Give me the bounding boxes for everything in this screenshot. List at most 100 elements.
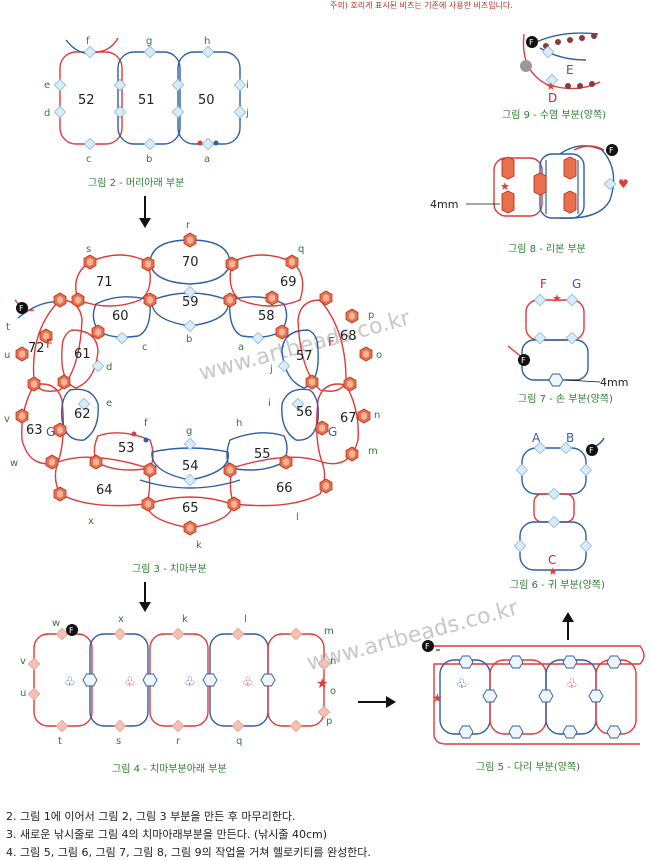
bead-letter: c — [86, 154, 92, 165]
bead-letter: m — [324, 626, 334, 637]
bead-label: F — [328, 335, 335, 349]
bead-letter: x — [118, 614, 124, 625]
heart-icon: ♥ — [618, 177, 629, 191]
hand-label: G — [572, 277, 581, 291]
bead-letter: t — [6, 322, 10, 333]
row-number: 70 — [182, 255, 199, 270]
figure-4: F ♧ ♧ ♧ ♧ ★ w x k l m v n u o p t s r q … — [20, 614, 336, 775]
bead-letter: h — [204, 36, 210, 47]
bead-letter: g — [186, 426, 192, 437]
start-label: F — [609, 146, 614, 155]
bead-letter: o — [330, 686, 336, 697]
row-number: 61 — [74, 347, 91, 362]
bead-letter: d — [106, 362, 112, 373]
star-icon: ★ — [548, 565, 558, 578]
bead-letter: b — [146, 154, 152, 165]
bead-label: G — [328, 425, 337, 439]
bead-letter: s — [116, 736, 121, 747]
figure-caption: 그림 8 - 리본 부분 — [508, 243, 586, 255]
bead-letter: u — [20, 688, 26, 699]
star-icon: ★ — [546, 80, 556, 93]
figure-caption: 그림 4 - 치마부분아래 부분 — [112, 763, 227, 775]
watermark: www.artbeads.co.kr — [196, 306, 413, 387]
start-label: F — [69, 626, 74, 635]
bead-label: G — [46, 425, 55, 439]
bead-letter: x — [88, 516, 94, 527]
arrow-head — [139, 602, 151, 612]
row-number: 54 — [182, 459, 199, 474]
bead-letter: b — [186, 334, 192, 345]
start-label: F — [589, 446, 594, 455]
ear-label: A — [532, 431, 541, 445]
figure-7: F ★ F G 4mm 그림 7 - 손 부분(양쪽) — [507, 277, 628, 405]
row-number: 62 — [74, 407, 91, 422]
row-number: 60 — [112, 309, 129, 324]
figure-caption: 그림 7 - 손 부분(양쪽) — [518, 393, 613, 405]
figure-caption: 그림 6 - 귀 부분(양쪽) — [510, 579, 605, 591]
bead-letter: u — [4, 350, 10, 361]
star-icon: ★ — [552, 292, 562, 305]
ear-label: B — [566, 431, 574, 445]
bead-letter: e — [44, 80, 50, 91]
figure-8: F ★ ♥ 4mm 그림 8 - 리본 부분 — [430, 144, 629, 255]
club-icon: ♧ — [242, 675, 254, 690]
star-icon: ★ — [316, 676, 329, 692]
note-text: 주의) 호리게 표시된 비즈는 기존에 사용한 비즈입니다. — [330, 1, 513, 10]
row-number: 66 — [276, 481, 293, 496]
bead-letter: j — [269, 364, 273, 375]
hand-label: F — [540, 277, 547, 291]
bead-letter: q — [236, 736, 242, 747]
row-number: 58 — [258, 309, 275, 324]
bead-letter: d — [44, 108, 50, 119]
start-label: F — [425, 642, 430, 651]
row-number: 69 — [280, 275, 297, 290]
bead-letter: l — [296, 512, 299, 523]
club-icon: ♧ — [456, 677, 468, 692]
bead-letter: c — [142, 342, 148, 353]
club-icon: ♧ — [124, 675, 136, 690]
bead-letter: v — [20, 656, 26, 667]
bead-letter: n — [374, 410, 380, 421]
row-number: 50 — [198, 93, 215, 108]
bead-letter: p — [368, 310, 374, 321]
arrow-head — [562, 612, 574, 622]
row-number: 51 — [138, 93, 155, 108]
bead-letter: v — [4, 414, 10, 425]
figure-5: F ★ ♧ ♧ 그림 5 - 다리 부분(양쪽) — [422, 640, 645, 773]
row-number: 57 — [296, 349, 313, 364]
bead-letter: f — [86, 36, 90, 47]
bead-letter: w — [52, 618, 60, 629]
bead-letter: g — [146, 36, 152, 47]
bead-size-label: 4mm — [600, 376, 628, 389]
bead-letter: r — [186, 220, 191, 231]
row-number: 72 — [28, 341, 45, 356]
start-label: F — [521, 356, 526, 365]
row-number: 64 — [96, 483, 113, 498]
row-number: 53 — [118, 441, 135, 456]
ear-label: C — [548, 553, 556, 567]
start-label: F — [19, 304, 24, 313]
bead-letter: f — [144, 418, 148, 429]
row-number: 65 — [182, 501, 199, 516]
bead-letter: q — [298, 244, 304, 255]
club-icon: ♧ — [64, 675, 76, 690]
figure-6: F ★ A B C 그림 6 - 귀 부분(양쪽) — [510, 431, 605, 591]
start-label: F — [529, 38, 534, 47]
instruction-line: 4. 그림 5, 그림 6, 그림 7, 그림 8, 그림 9의 작업을 거쳐 … — [6, 846, 371, 859]
figure-caption: 그림 5 - 다리 부분(양쪽) — [476, 761, 580, 773]
row-number: 52 — [78, 93, 95, 108]
whisker-label: D — [548, 91, 557, 105]
figure-caption: 그림 2 - 머리아래 부분 — [88, 177, 184, 189]
bead-letter: l — [244, 614, 247, 625]
figure-caption: 그림 3 - 치마부분 — [132, 563, 207, 575]
bead-letter: n — [330, 656, 336, 667]
figure-2: 52 51 50 f g h e d i j c b a 그림 2 - 머리아래… — [44, 36, 249, 189]
bead-letter: w — [10, 458, 18, 469]
row-number: 71 — [96, 275, 113, 290]
arrow-head — [139, 218, 151, 228]
figure-9: F ★ E D 그림 9 - 수염 부분(양쪽) — [502, 32, 606, 121]
bead-letter: t — [58, 736, 62, 747]
arrow-head — [386, 696, 396, 708]
bead-letter: e — [106, 398, 112, 409]
bead-letter: h — [236, 418, 242, 429]
